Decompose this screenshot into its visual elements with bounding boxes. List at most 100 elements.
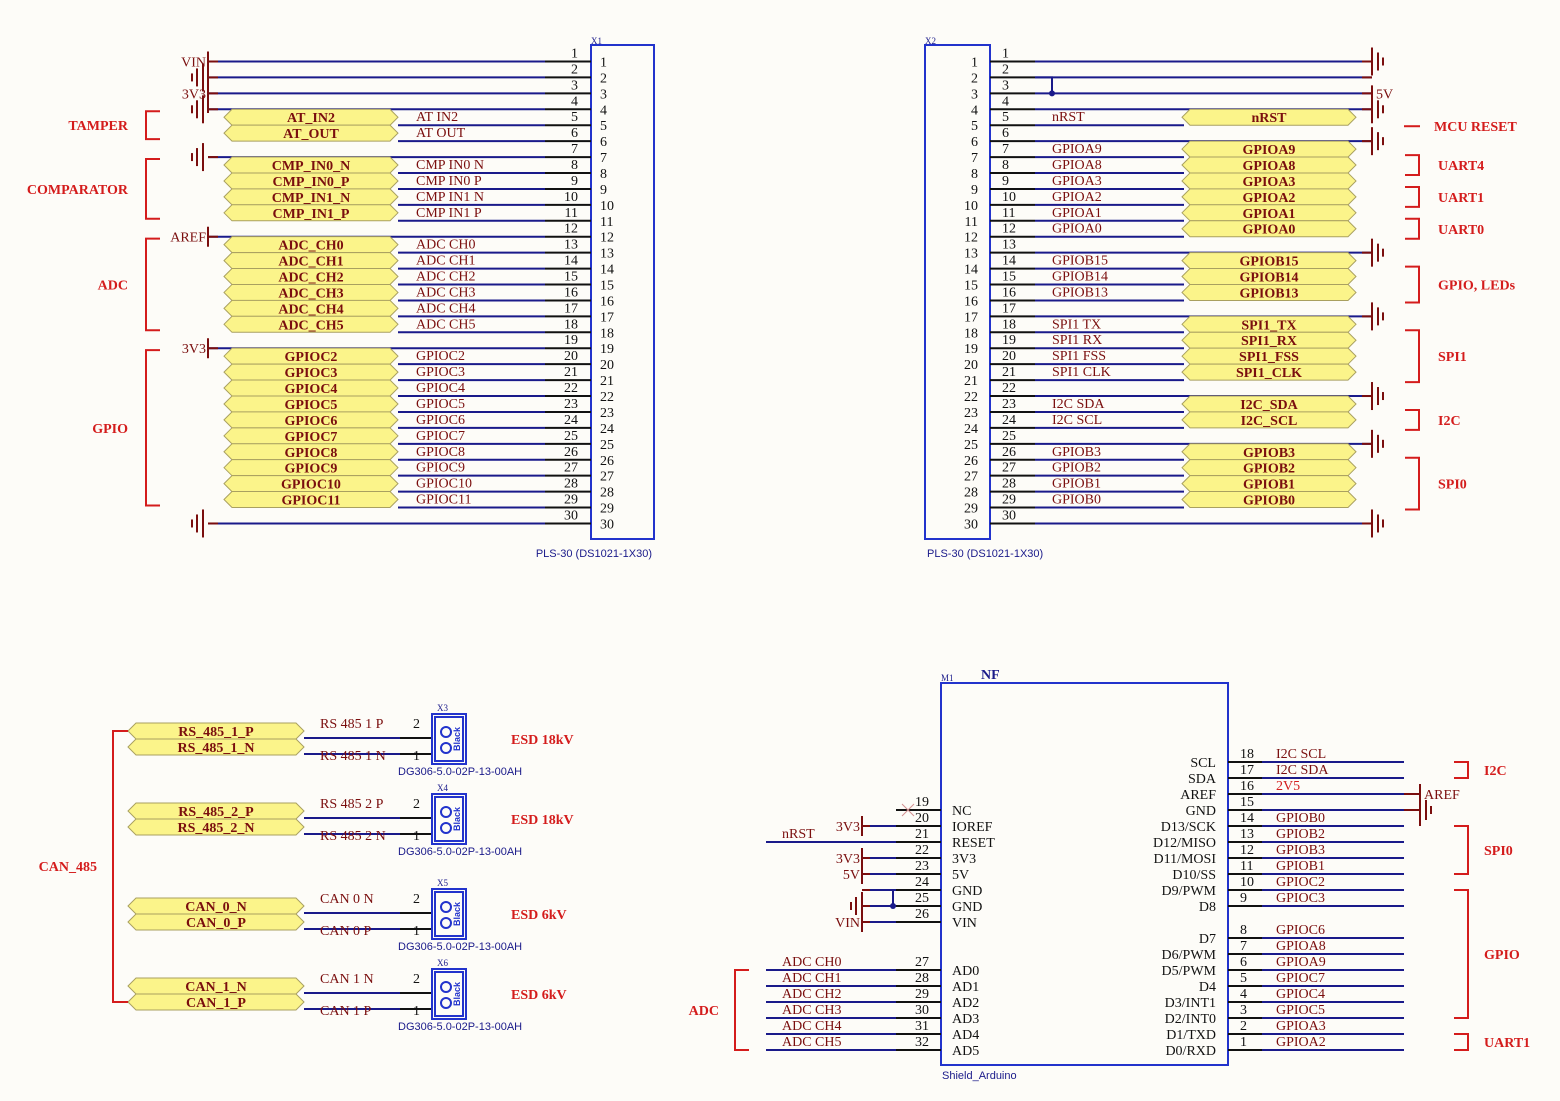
- pin-number-inner: 20: [964, 358, 978, 373]
- port-text: GPIOC11: [281, 494, 340, 509]
- port-gpioc11: GPIOC11: [223, 491, 399, 509]
- bracket-line: [1405, 408, 1420, 431]
- pin-number: 12: [1240, 843, 1254, 858]
- ground-icon: [191, 63, 204, 92]
- pin-number-inner: 22: [600, 390, 614, 405]
- net-label: RS 485 1 N: [320, 749, 386, 764]
- power-label: 3V3: [182, 342, 206, 357]
- pin-number-inner: 23: [600, 406, 614, 421]
- net-label: GPIOB14: [1052, 270, 1108, 285]
- port-shape: [1181, 283, 1357, 301]
- screw-icon: [440, 917, 452, 929]
- pin-number: 22: [564, 381, 578, 396]
- group-label: ADC: [98, 278, 128, 293]
- port-text: GPIOA8: [1243, 159, 1296, 174]
- net-label: GPIOC7: [1276, 971, 1325, 986]
- pin-number: 5: [571, 110, 578, 125]
- port-text: I2C_SCL: [1241, 414, 1298, 429]
- pin-name: VIN: [952, 916, 977, 931]
- pin-number-inner: 21: [964, 374, 978, 389]
- port-text: nRST: [1251, 111, 1287, 126]
- port-shape: [1181, 491, 1357, 509]
- group-label: GPIO: [1484, 948, 1520, 963]
- pin-number: 4: [1002, 94, 1009, 109]
- port-at_in2: AT_IN2: [223, 108, 399, 126]
- group-bracket: UART4: [1405, 154, 1484, 177]
- net-label: SPI1 TX: [1052, 317, 1101, 332]
- pin-row: 33: [971, 78, 1372, 102]
- port-text: GPIOB14: [1239, 271, 1298, 286]
- pin-number: 28: [1002, 477, 1016, 492]
- junction-dot: [1049, 90, 1055, 97]
- pin-number: 21: [564, 365, 578, 380]
- pin-number: 11: [565, 206, 578, 221]
- power-port-3v3: 3V3: [836, 816, 863, 836]
- pin-number-inner: 30: [600, 517, 614, 532]
- power-label: AREF: [170, 231, 206, 246]
- pin-name: D11/MOSI: [1154, 852, 1217, 867]
- pin-name: RESET: [952, 836, 995, 851]
- port-text: CMP_IN0_N: [272, 159, 351, 174]
- group-bracket: GPIO, LEDs: [1405, 265, 1516, 304]
- pin-number: 6: [571, 126, 578, 141]
- power-label: 3V3: [182, 87, 206, 102]
- port-rs_485_2_p: RS_485_2_P: [127, 802, 305, 820]
- pin-number: 2: [413, 892, 420, 907]
- pin-number: 22: [915, 843, 929, 858]
- net-label: GPIOA3: [1276, 1019, 1326, 1034]
- pin-number: 20: [564, 349, 578, 364]
- net-label: GPIOB3: [1276, 843, 1325, 858]
- screw-icon: [440, 997, 452, 1009]
- pin-number: 11: [1002, 206, 1015, 221]
- group-label: SPI1: [1438, 350, 1467, 365]
- ground-icon: [1371, 382, 1384, 411]
- connector-body: [590, 44, 655, 540]
- power-port-5v: 5V: [843, 864, 863, 884]
- pin-number-inner: 4: [600, 103, 607, 118]
- footprint-label: DG306-5.0-02P-13-00AH: [398, 941, 522, 953]
- bracket-line: [1454, 761, 1469, 779]
- pin-number-inner: 29: [964, 502, 978, 517]
- pin-number: 25: [1002, 429, 1016, 444]
- net-label: GPIOC9: [416, 461, 465, 476]
- net-label: 2V5: [1276, 779, 1300, 794]
- pin-number: 1: [413, 829, 420, 844]
- pin-number: 10: [1002, 190, 1016, 205]
- port-adc_ch1: ADC_CH1: [223, 252, 399, 270]
- port-gpioc10: GPIOC10: [223, 475, 399, 493]
- net-label: SPI1 FSS: [1052, 349, 1106, 364]
- screw-icon: [440, 806, 452, 818]
- nc-mark: [901, 803, 915, 817]
- pin-number-inner: 10: [964, 199, 978, 214]
- port-text: ADC_CH3: [278, 286, 343, 301]
- port-adc_ch3: ADC_CH3: [223, 283, 399, 301]
- group-bracket: TAMPER: [68, 110, 160, 141]
- pin-number: 6: [1240, 955, 1247, 970]
- port-shape: [127, 913, 305, 931]
- net-label: RS 485 2 P: [320, 797, 384, 812]
- terminal-inner: [434, 796, 464, 842]
- pin-number: 5: [1002, 110, 1009, 125]
- net-label: ADC CH3: [416, 285, 476, 300]
- group-bracket: ADC: [689, 969, 749, 1051]
- port-text: SPI1_CLK: [1236, 366, 1302, 381]
- pin-number-inner: 7: [600, 151, 607, 166]
- group-bracket: GPIO: [92, 349, 160, 507]
